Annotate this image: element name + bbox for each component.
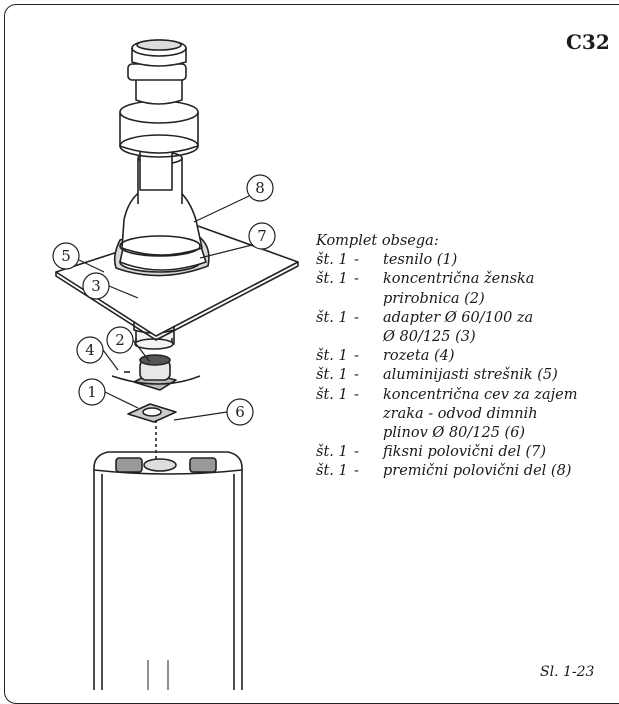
legend-item-dash: - (354, 252, 359, 269)
legend-item: št. 1- premični polovični del (8) (316, 462, 619, 481)
legend-item-text: tesnilo (1) (383, 252, 458, 269)
legend-item-text: fiksni polovični del (7) (383, 444, 547, 461)
figure-code: C32 (566, 30, 610, 54)
legend-item-dash: - (354, 271, 359, 288)
callout-3: 3 (82, 272, 139, 300)
legend-item-dash: - (354, 367, 359, 384)
legend-item: št. 1- koncentrična cev za zajem (316, 386, 619, 405)
svg-text:6: 6 (235, 403, 245, 421)
legend-item-text: premični polovični del (8) (383, 463, 572, 480)
legend-item-qty: št. 1 (316, 271, 348, 288)
figure-caption: Sl. 1-23 (540, 664, 595, 680)
legend-item-continuation: prirobnica (2) (316, 290, 619, 309)
callout-5: 5 (52, 242, 105, 273)
legend-item-text: zraka - odvod dimnih (383, 405, 538, 422)
legend-item-dash: - (354, 444, 359, 461)
svg-text:3: 3 (91, 277, 101, 295)
legend-item-text: koncentrična ženska (383, 271, 535, 288)
legend-item-text: aluminijasti strešnik (5) (383, 367, 558, 384)
svg-text:4: 4 (85, 341, 95, 359)
svg-text:1: 1 (87, 383, 97, 401)
legend-item-qty: št. 1 (316, 386, 348, 403)
callout-6: 6 (173, 398, 254, 426)
legend-item-continuation: zraka - odvod dimnih (316, 405, 619, 424)
legend-item: št. 1- tesnilo (1) (316, 251, 619, 270)
legend-item-dash: - (354, 348, 359, 365)
legend-item-qty: št. 1 (316, 309, 348, 326)
legend-item-continuation: plinov Ø 80/125 (6) (316, 424, 619, 443)
legend-item-continuation: Ø 80/125 (3) (316, 328, 619, 347)
legend-item-text: prirobnica (2) (383, 290, 485, 307)
callout-8: 8 (193, 174, 274, 223)
legend-item-qty: št. 1 (316, 367, 348, 384)
svg-text:2: 2 (115, 331, 125, 349)
legend-item: št. 1- rozeta (4) (316, 347, 619, 366)
legend-item-dash: - (354, 463, 359, 480)
legend-title: Komplet obsega: (316, 233, 439, 249)
legend-item-text: plinov Ø 80/125 (6) (383, 425, 526, 442)
terminal-cap (119, 39, 199, 191)
kit-contents-legend: Komplet obsega: št. 1-tesnilo (1)št. 1-k… (316, 232, 619, 482)
legend-item-qty: št. 1 (316, 463, 348, 480)
legend-item: št. 1- fiksni polovični del (7) (316, 443, 619, 462)
mobile-half-part-8 (119, 189, 203, 257)
svg-text:7: 7 (257, 227, 267, 245)
legend-item-text: rozeta (4) (383, 348, 455, 365)
boiler-body (93, 451, 243, 690)
legend-item-dash: - (354, 386, 359, 403)
gasket-part-1 (127, 403, 177, 423)
female-flange-part-2 (124, 354, 177, 391)
legend-item: št. 1- koncentrična ženska (316, 270, 619, 289)
callout-2: 2 (106, 326, 151, 363)
legend-item-qty: št. 1 (316, 444, 348, 461)
legend-item-text: adapter Ø 60/100 za (383, 309, 534, 326)
svg-text:8: 8 (255, 179, 265, 197)
callout-4: 4 (76, 336, 119, 371)
legend-item-qty: št. 1 (316, 348, 348, 365)
legend-items: št. 1-tesnilo (1)št. 1-koncentrična žens… (316, 251, 619, 481)
callout-1: 1 (78, 378, 139, 409)
legend-item-text: koncentrična cev za zajem (383, 386, 578, 403)
svg-text:5: 5 (61, 247, 71, 265)
legend-item: št. 1- aluminijasti strešnik (5) (316, 366, 619, 385)
legend-item-dash: - (354, 309, 359, 326)
rosette-part-4 (111, 375, 201, 385)
legend-item: št. 1- adapter Ø 60/100 za (316, 309, 619, 328)
legend-item-qty: št. 1 (316, 252, 348, 269)
callout-7: 7 (199, 222, 276, 259)
legend-item-text: Ø 80/125 (3) (383, 329, 476, 346)
